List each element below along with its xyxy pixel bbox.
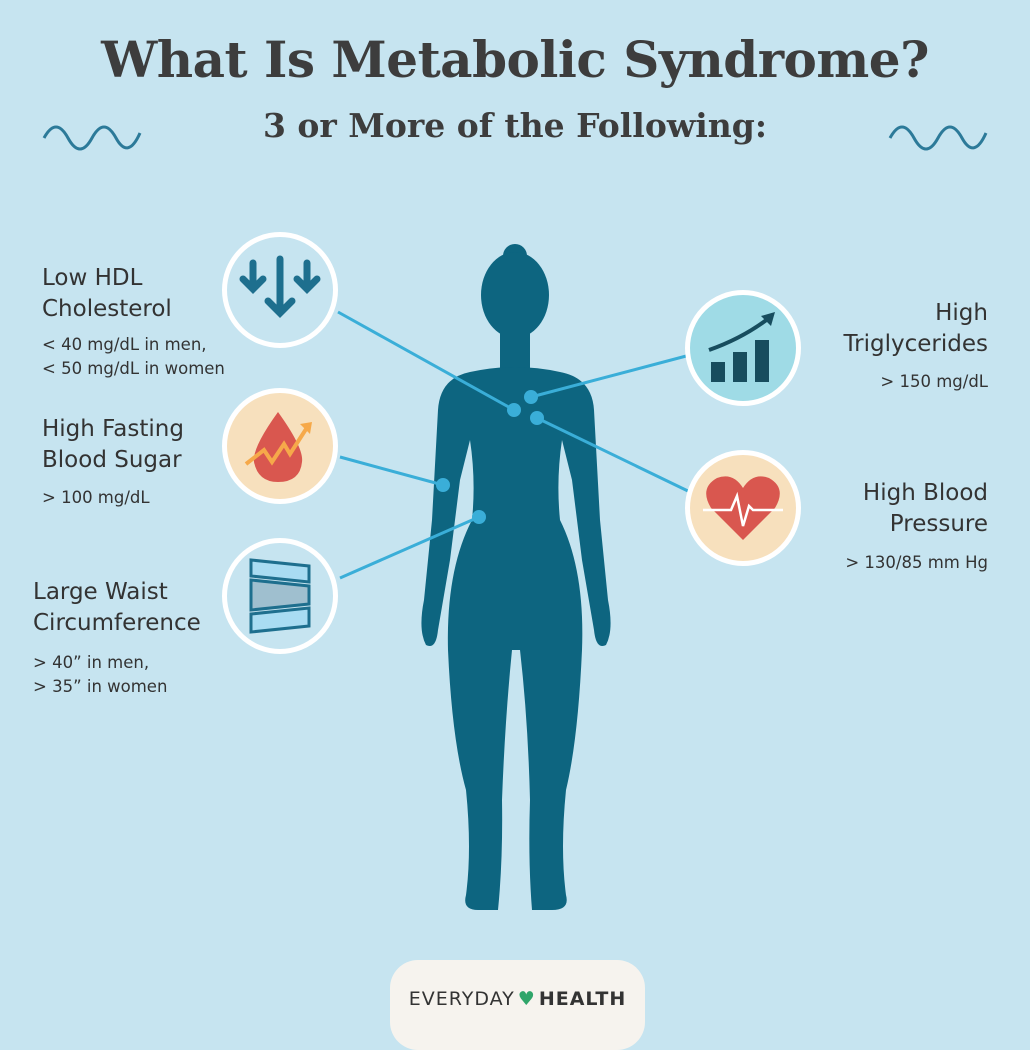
waist-value: > 40” in men,> 35” in women (33, 653, 168, 696)
rising-bar-chart-icon (685, 290, 801, 406)
triglycerides-value: > 150 mg/dL (880, 372, 988, 391)
heart-pulse-icon (685, 450, 801, 566)
body-silhouette (421, 244, 611, 910)
page-title: What Is Metabolic Syndrome? (101, 30, 929, 89)
blood-pressure-value: > 130/85 mm Hg (845, 553, 988, 572)
low-hdl-value: < 40 mg/dL in men,< 50 mg/dL in women (42, 335, 225, 378)
wave-left-icon (42, 125, 142, 151)
apple-heart-icon: ♥ (517, 988, 536, 1010)
everyday-health-logo: EVERYDAY♥HEALTH (390, 960, 645, 1050)
connector-lines (337, 310, 691, 580)
wave-right-icon (888, 125, 988, 151)
page-subtitle: 3 or More of the Following: (262, 106, 768, 145)
measuring-tape-icon (222, 538, 338, 654)
connector-dots (436, 390, 544, 524)
blood-sugar-value: > 100 mg/dL (42, 488, 150, 507)
blood-drop-rising-icon (222, 388, 338, 504)
down-arrows-icon (222, 232, 338, 348)
